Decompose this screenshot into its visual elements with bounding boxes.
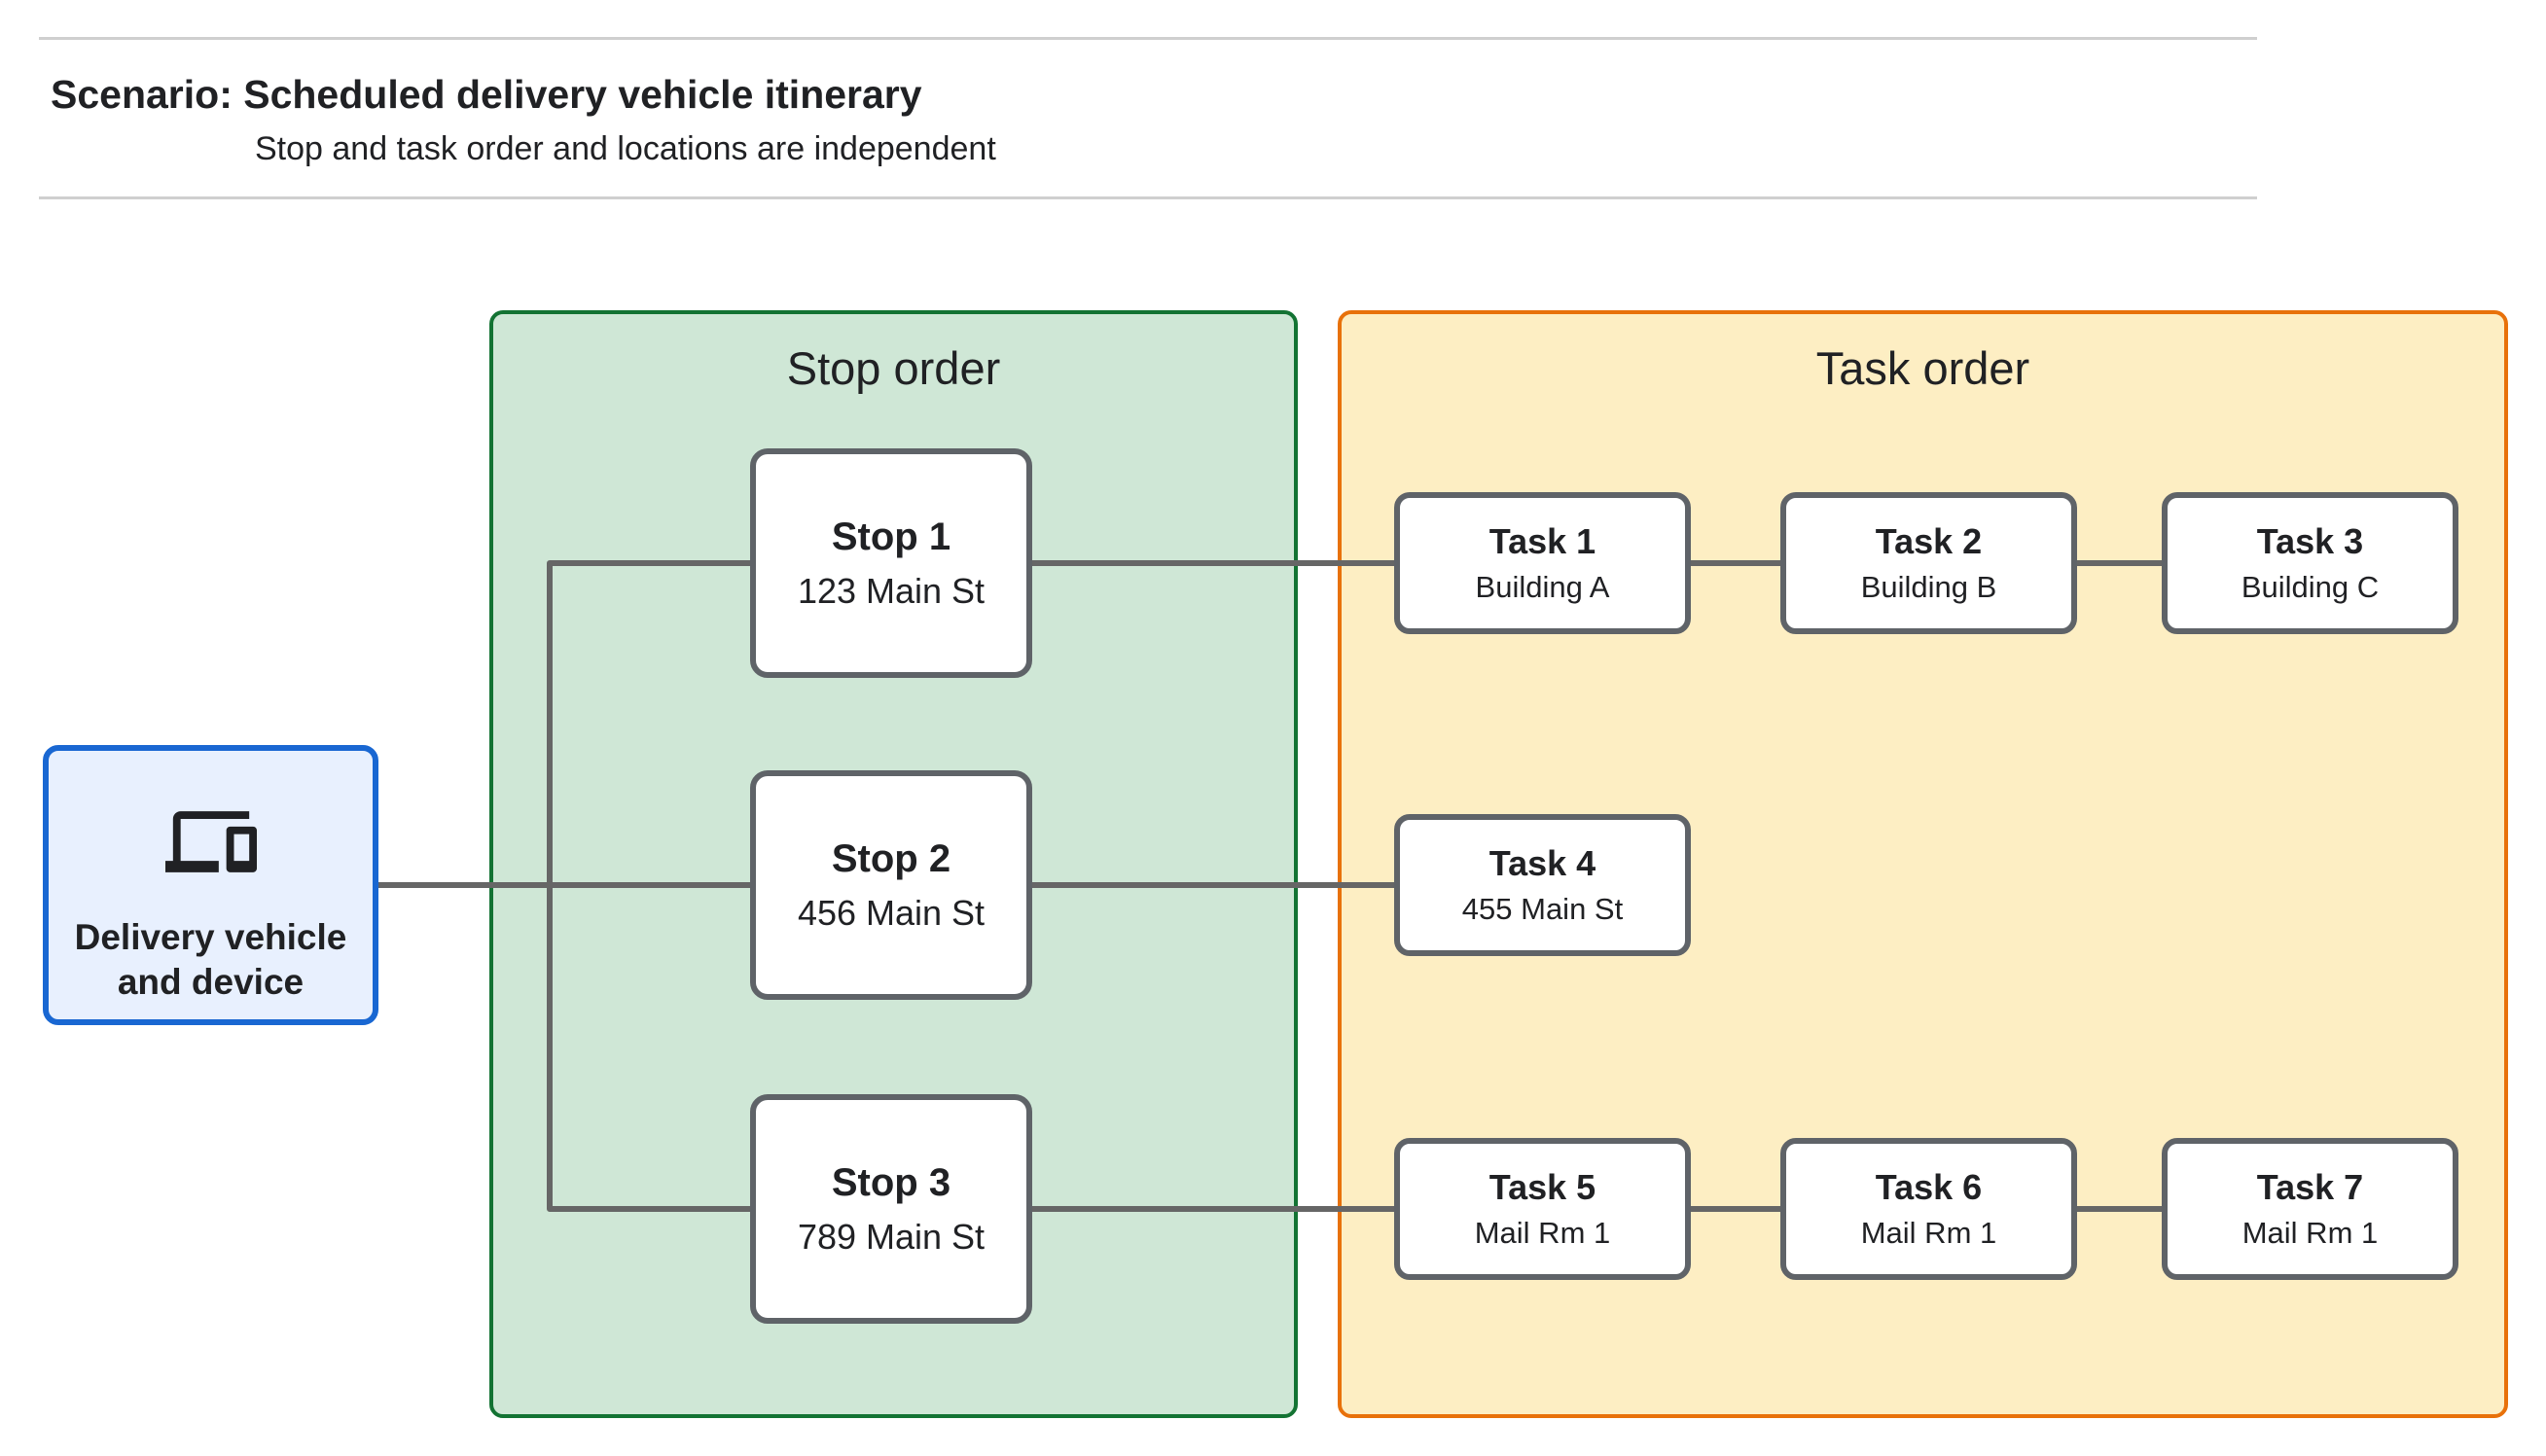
task-7-node: Task 7 Mail Rm 1 <box>2162 1138 2458 1280</box>
task-3-location: Building C <box>2241 570 2380 604</box>
top-divider <box>39 37 2257 40</box>
task-order-panel-title: Task order <box>1815 342 2030 394</box>
task-5-location: Mail Rm 1 <box>1474 1216 1611 1250</box>
task-2-node: Task 2 Building B <box>1780 492 2077 634</box>
delivery-vehicle-node: Delivery vehicle and device <box>43 745 378 1025</box>
task-3-node: Task 3 Building C <box>2162 492 2458 634</box>
stop-order-panel-title: Stop order <box>786 342 1001 394</box>
stop-3-location: 789 Main St <box>797 1216 986 1257</box>
task-6-label: Task 6 <box>1875 1167 1983 1207</box>
stop-2-label: Stop 2 <box>831 836 951 880</box>
task-1-label: Task 1 <box>1488 521 1596 561</box>
task-6-location: Mail Rm 1 <box>1860 1216 1997 1250</box>
task-3-label: Task 3 <box>2256 521 2364 561</box>
task-6-node: Task 6 Mail Rm 1 <box>1780 1138 2077 1280</box>
task-5-label: Task 5 <box>1488 1167 1596 1207</box>
stop-2-node: Stop 2 456 Main St <box>750 770 1032 1000</box>
task-7-label: Task 7 <box>2256 1167 2364 1207</box>
task-2-location: Building B <box>1860 570 1997 604</box>
task-7-location: Mail Rm 1 <box>2241 1216 2379 1250</box>
devices-icon <box>164 811 257 872</box>
task-4-label: Task 4 <box>1488 843 1596 883</box>
stop-1-node: Stop 1 123 Main St <box>750 448 1032 678</box>
stop-3-label: Stop 3 <box>831 1160 951 1204</box>
task-1-location: Building A <box>1475 570 1610 604</box>
task-4-node: Task 4 455 Main St <box>1394 814 1691 956</box>
page-subtitle: Stop and task order and locations are in… <box>255 130 996 167</box>
stop-3-node: Stop 3 789 Main St <box>750 1094 1032 1324</box>
task-2-label: Task 2 <box>1875 521 1983 561</box>
connector-stop-trunk <box>547 560 750 1212</box>
task-5-node: Task 5 Mail Rm 1 <box>1394 1138 1691 1280</box>
stop-1-location: 123 Main St <box>797 570 986 611</box>
task-1-node: Task 1 Building A <box>1394 492 1691 634</box>
header-divider <box>39 196 2257 199</box>
stop-2-location: 456 Main St <box>797 892 986 933</box>
delivery-vehicle-label: Delivery vehicle and device <box>74 917 347 1002</box>
stop-1-label: Stop 1 <box>831 515 951 558</box>
page-title: Scenario: Scheduled delivery vehicle iti… <box>51 72 922 117</box>
task-4-location: 455 Main St <box>1461 892 1624 926</box>
